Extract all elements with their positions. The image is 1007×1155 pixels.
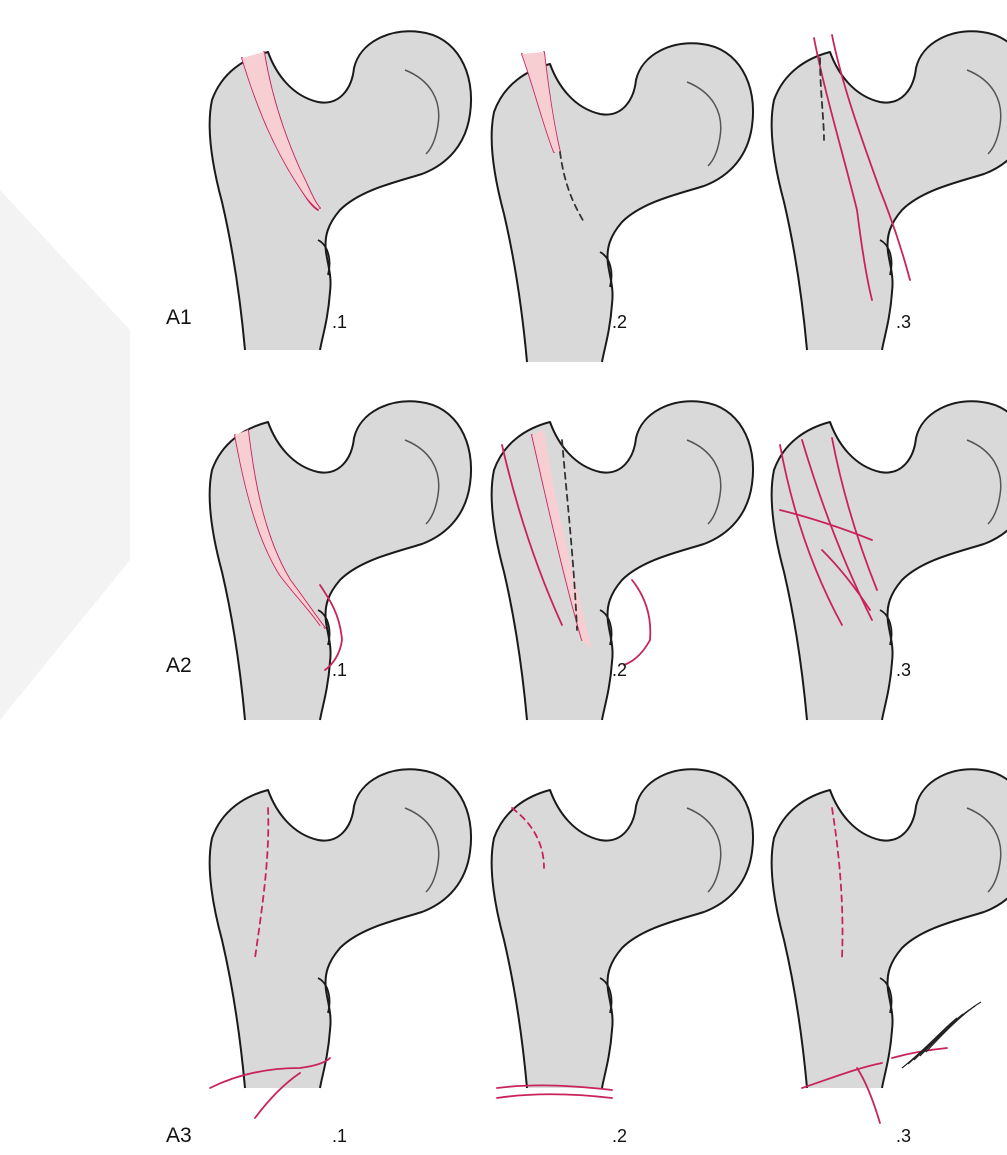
panel-label-a3-1: .1 bbox=[332, 1126, 347, 1147]
muscle-fiber bbox=[902, 1018, 957, 1068]
panel-label-a1-2: .2 bbox=[612, 312, 627, 333]
femur-outline bbox=[210, 769, 471, 1088]
panel-label-a2-3: .3 bbox=[896, 660, 911, 681]
group-label-a1: A1 bbox=[166, 306, 192, 330]
panel-label-a1-1: .1 bbox=[332, 312, 347, 333]
panel-label-a1-3: .3 bbox=[896, 312, 911, 333]
femur-outline bbox=[772, 31, 1007, 350]
muscle-fiber bbox=[926, 1002, 981, 1052]
femur-panel-2-3 bbox=[772, 401, 1007, 720]
panel-label-a3-3: .3 bbox=[896, 1126, 911, 1147]
femur-panel-3-1 bbox=[210, 769, 471, 1118]
femur-outline bbox=[772, 769, 1007, 1088]
fracture-line bbox=[497, 1094, 612, 1098]
panel-label-a2-1: .1 bbox=[332, 660, 347, 681]
femur-outline bbox=[772, 401, 1007, 720]
femur-panel-1-1 bbox=[210, 31, 471, 350]
group-label-a2: A2 bbox=[166, 654, 192, 678]
panel-label-a2-2: .2 bbox=[612, 660, 627, 681]
group-label-a3: A3 bbox=[166, 1124, 192, 1148]
fracture-line bbox=[624, 580, 650, 665]
femur-panel-3-3 bbox=[772, 769, 1007, 1123]
femur-outline bbox=[492, 769, 753, 1088]
femur-panel-3-2 bbox=[492, 769, 753, 1098]
femur-panel-1-3 bbox=[772, 31, 1007, 350]
panel-label-a3-2: .2 bbox=[612, 1126, 627, 1147]
